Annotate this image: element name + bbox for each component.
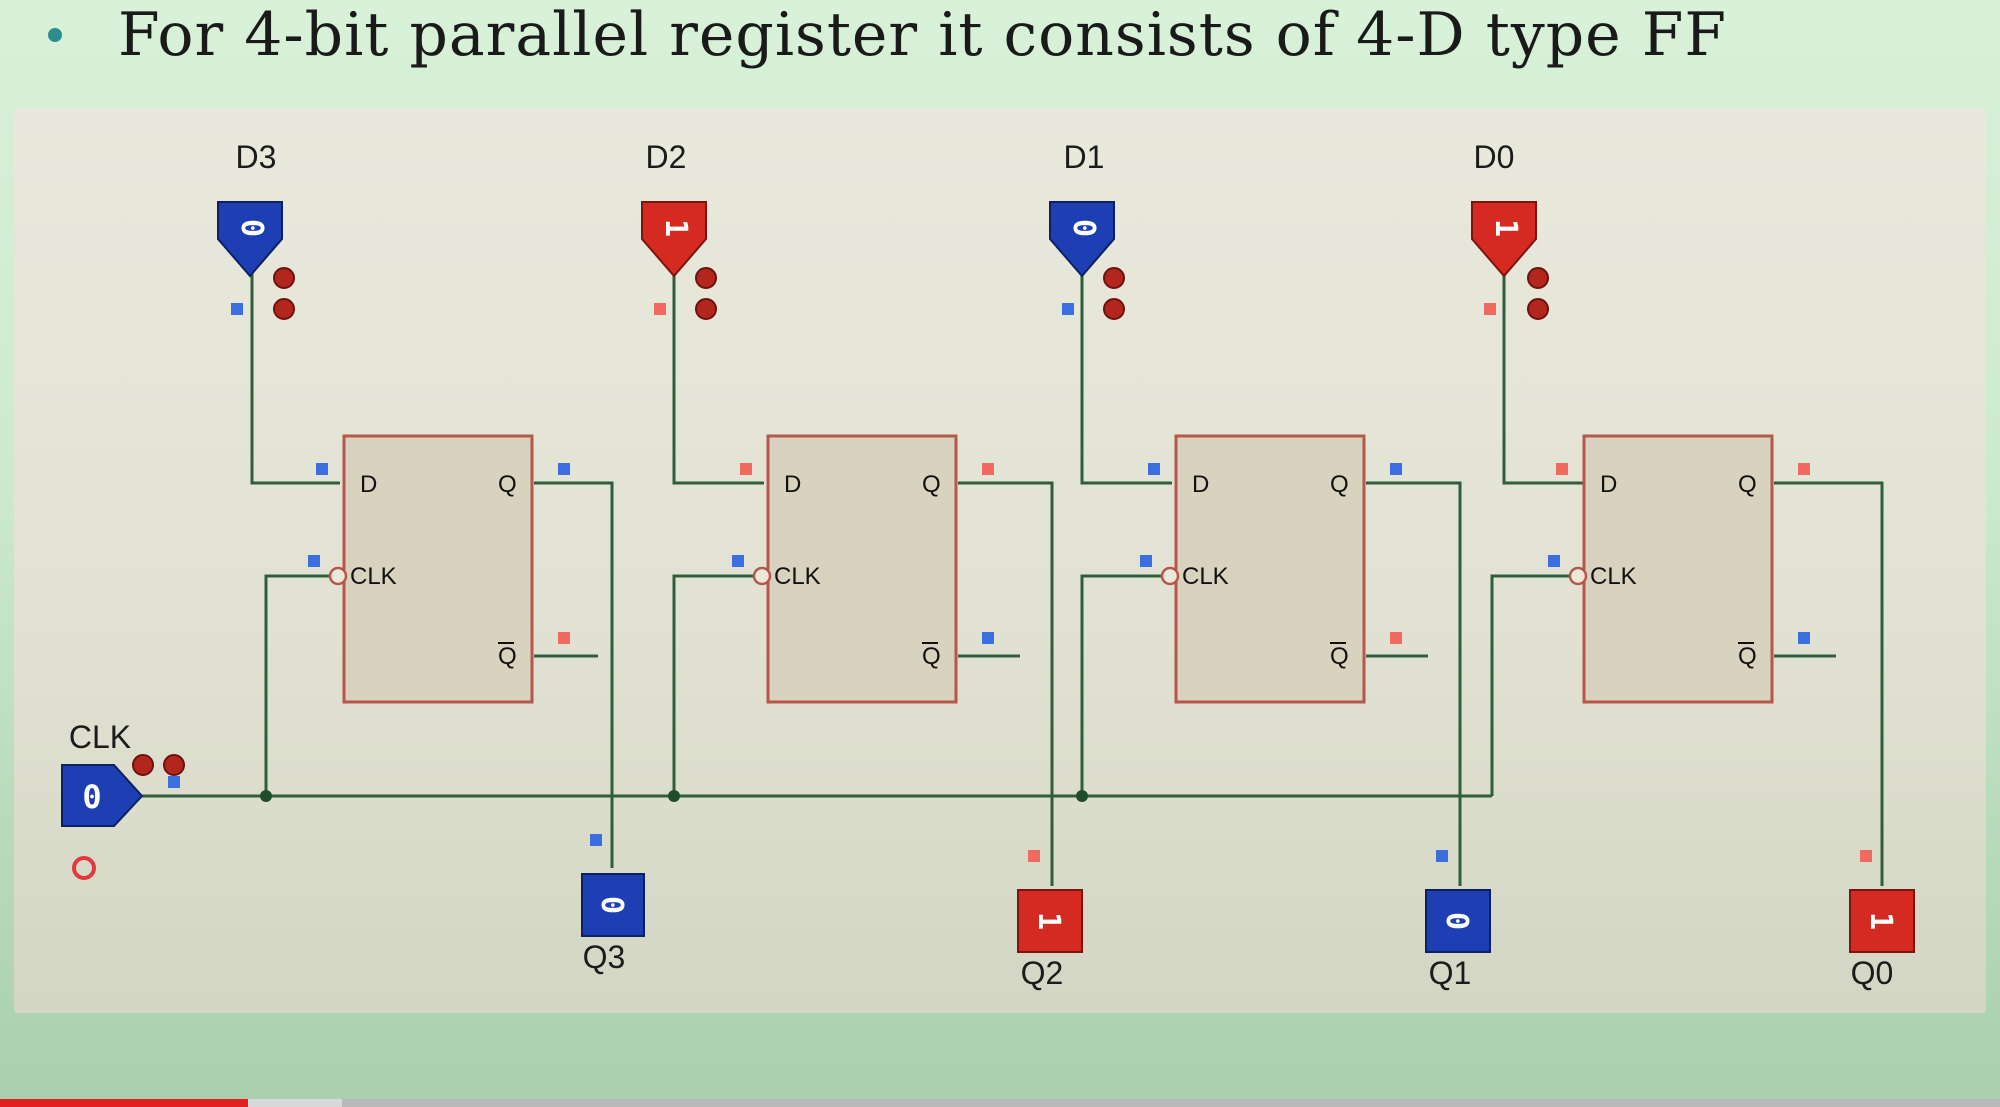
output-probe-q0: 1 Q0 [1849,889,1915,991]
bullet-dot-icon [48,28,62,42]
ff1-clk-pin: CLK [1182,563,1229,590]
q0-label: Q0 [1851,955,1894,991]
clock-label: CLK [69,719,131,755]
input-switch-d0[interactable]: 1 D0 [1471,139,1537,278]
video-progress-bar[interactable] [0,1099,2000,1107]
output-probe-q2: 1 Q2 [1017,889,1083,991]
bullet-text: For 4-bit parallel register it consists … [118,0,1727,70]
ff2-clk-pin: CLK [774,563,821,590]
d2-value: 1 [658,219,693,237]
q0-value: 1 [1863,912,1898,930]
d0-value: 1 [1488,219,1523,237]
ff1-q-pin: Q [1330,471,1349,498]
d3-label: D3 [236,139,277,175]
output-probe-q3: 0 Q3 [581,873,645,975]
ff0-q-pin: Q [1738,471,1757,498]
ff3-clk-pin: CLK [350,563,397,590]
q1-label: Q1 [1429,955,1472,991]
ff0-d-pin: D [1600,471,1617,498]
d2-label: D2 [646,139,687,175]
output-wires [534,481,1884,886]
d1-value: 0 [1066,219,1101,237]
d0-label: D0 [1474,139,1515,175]
ff1-qbar-pin: Q [1330,643,1349,670]
flipflop-ff0: D Q CLK Q [1568,434,1774,704]
input-switch-d3[interactable]: 0 D3 [217,139,283,278]
clock-bus [138,574,1586,798]
video-played-fill [0,1099,248,1107]
flipflop-ff3: D Q CLK Q [328,434,534,704]
ff2-qbar-pin: Q [922,643,941,670]
ff2-d-pin: D [784,471,801,498]
input-wires [250,263,1594,485]
circuit-diagram: D Q CLK Q D Q CLK Q D Q CLK Q D [61,139,1915,991]
q1-value: 0 [1439,912,1474,930]
q2-label: Q2 [1021,955,1064,991]
q3-label: Q3 [583,939,626,975]
flipflop-ff2: D Q CLK Q [752,434,958,704]
clock-value: 0 [82,778,101,816]
clock-switch[interactable]: 0 CLK [61,719,144,827]
bus-junctions [260,790,1088,802]
pin-state-markers [168,303,1872,862]
circuit-canvas: D Q CLK Q D Q CLK Q D Q CLK Q D [14,108,1986,1013]
output-probe-q1: 0 Q1 [1425,889,1491,991]
ff3-q-pin: Q [498,471,517,498]
ff2-q-pin: Q [922,471,941,498]
input-switch-d1[interactable]: 0 D1 [1049,139,1115,278]
ff0-qbar-pin: Q [1738,643,1757,670]
d1-label: D1 [1064,139,1105,175]
q2-value: 1 [1031,912,1066,930]
ff3-d-pin: D [360,471,377,498]
input-switch-d2[interactable]: 1 D2 [641,139,707,278]
q3-value: 0 [594,896,629,914]
slide-bullet: For 4-bit parallel register it consists … [40,0,2000,70]
d3-value: 0 [234,219,269,237]
probe-icons [132,267,1549,776]
ff3-qbar-pin: Q [498,643,517,670]
ff0-clk-pin: CLK [1590,563,1637,590]
ff1-d-pin: D [1192,471,1209,498]
flipflop-ff1: D Q CLK Q [1160,434,1366,704]
reset-ring-icon[interactable] [72,856,96,880]
